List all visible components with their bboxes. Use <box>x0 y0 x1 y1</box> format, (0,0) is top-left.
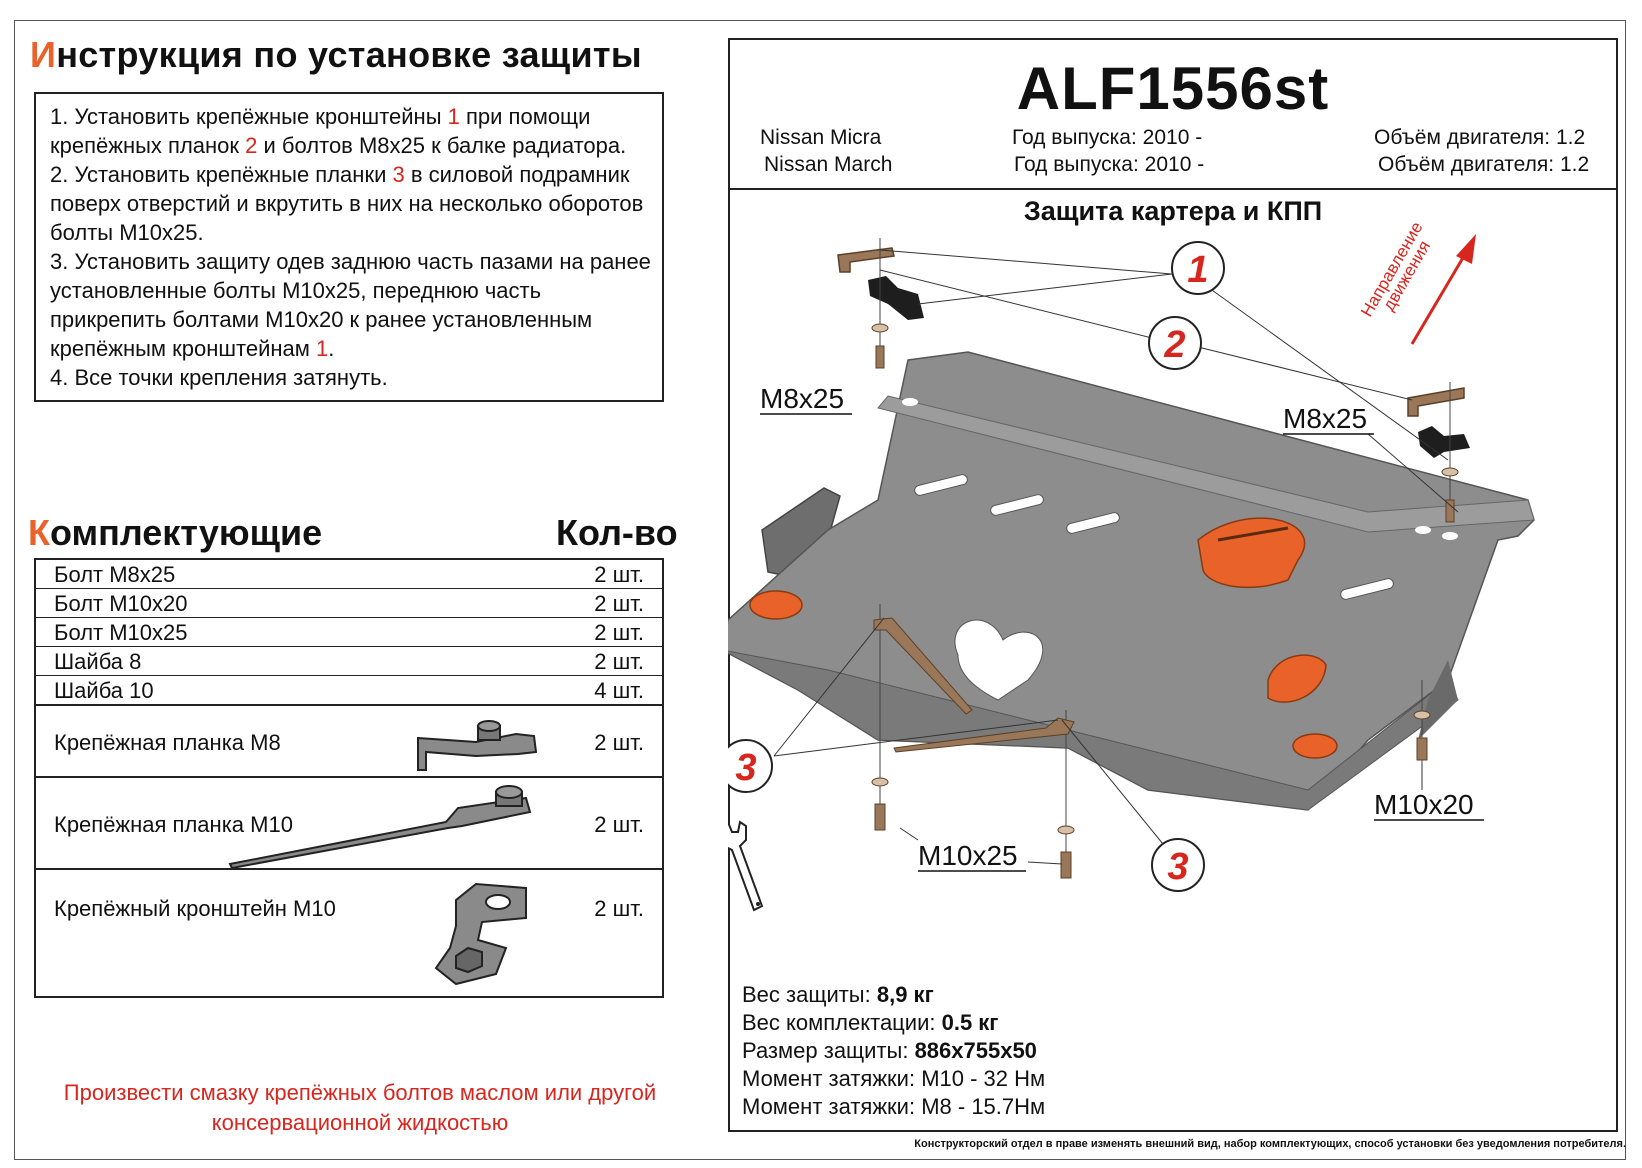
diagram-subtitle: Защита картера и КПП <box>1023 196 1323 226</box>
step-2: 2. Установить крепёжные планки 3 в силов… <box>50 162 644 245</box>
instructions-title: Инструкция по установке защиты <box>30 34 642 75</box>
bracket-m10-icon <box>434 882 527 986</box>
label-m10x20: M10x20 <box>1374 789 1474 820</box>
orange-plug-left <box>749 590 803 620</box>
callout-2: 2 <box>1148 316 1202 370</box>
svg-text:1: 1 <box>1187 249 1208 291</box>
callout-3-left: 3 <box>728 739 773 793</box>
label-m10x25: M10x25 <box>918 840 1018 871</box>
car-model: Nissan March <box>764 153 893 176</box>
spec-torque-m10: Момент затяжки: М10 - 32 Нм <box>742 1066 1046 1091</box>
side-flap-right <box>1418 660 1458 740</box>
bracket-black-left <box>868 276 924 320</box>
svg-text:3: 3 <box>735 747 756 789</box>
plate-m8-icon <box>417 720 538 771</box>
label-m8x25-left: M8x25 <box>760 383 844 414</box>
spec-kit-weight: Вес комплектации: 0.5 кг <box>742 1010 999 1035</box>
page-frame <box>14 20 1626 1160</box>
bolt-m10x25-right <box>1057 825 1075 879</box>
bolt-m10x25-left <box>871 777 889 831</box>
components-title: Комплектующие <box>28 512 323 553</box>
skid-plate <box>728 351 1535 811</box>
label-m8x25-right: M8x25 <box>1283 403 1367 434</box>
step-4: 4. Все точки крепления затянуть. <box>50 365 388 390</box>
orange-plug-right <box>1292 733 1338 759</box>
svg-text:2: 2 <box>1163 324 1185 366</box>
bolt-m8-right <box>1441 467 1459 523</box>
svg-text:3: 3 <box>1167 846 1188 888</box>
car-year: Год выпуска: 2010 - <box>1012 126 1203 149</box>
wrench-icon <box>728 820 764 912</box>
disclaimer: Конструкторский отдел в праве изменять в… <box>914 1138 1626 1150</box>
spec-torque-m8: Момент затяжки: М8 - 15.7Нм <box>742 1094 1046 1119</box>
oil-drain-cutout <box>954 619 1044 701</box>
bracket-brown-left <box>837 247 895 273</box>
step-3: 3. Установить защиту одев заднюю часть п… <box>50 249 651 361</box>
bracket-black-right <box>1418 426 1470 458</box>
lubrication-note: Произвести смазку крепёжных болтов масло… <box>63 1080 657 1135</box>
product-code: ALF1556st <box>1016 55 1330 122</box>
spec-weight: Вес защиты: 8,9 кг <box>742 982 934 1007</box>
table-row: Крепёжный кронштейн М10 2 шт. <box>36 870 662 998</box>
car-engine: Объём двигателя: 1.2 <box>1374 126 1586 149</box>
divider <box>730 188 1616 190</box>
car-model: Nissan Micra <box>760 126 882 149</box>
instructions-box: 1. Установить крепёжные кронштейны 1 при… <box>34 92 664 402</box>
qty-header: Кол-во <box>556 512 678 553</box>
table-row: Крепёжная планка М10 2 шт. <box>36 778 662 870</box>
direction-arrow: Направление движения <box>1357 219 1476 345</box>
car-engine: Объём двигателя: 1.2 <box>1378 153 1590 176</box>
table-row: Крепёжная планка М8 2 шт. <box>36 706 662 778</box>
orange-hatch <box>1197 517 1306 589</box>
plate-m10-icon <box>228 785 532 868</box>
installation-diagram: 1 2 3 3 M8x25 M8x25 M10x20 M10x25 Направ… <box>728 219 1535 912</box>
callout-1: 1 <box>1171 241 1225 295</box>
spec-size: Размер защиты: 886х755х50 <box>742 1038 1037 1063</box>
product-panel: ALF1556st Nissan Micra Год выпуска: 2010… <box>728 38 1618 1132</box>
car-year: Год выпуска: 2010 - <box>1014 153 1205 176</box>
plate-m10-right <box>893 717 1075 753</box>
callout-3-right: 3 <box>1151 838 1205 892</box>
bracket-brown-right <box>1407 387 1465 417</box>
bolt-m10x20 <box>1413 710 1431 761</box>
bolt-m8-left <box>871 323 889 369</box>
orange-hatch-lower <box>1267 654 1327 703</box>
step-1: 1. Установить крепёжные кронштейны 1 при… <box>50 104 627 158</box>
